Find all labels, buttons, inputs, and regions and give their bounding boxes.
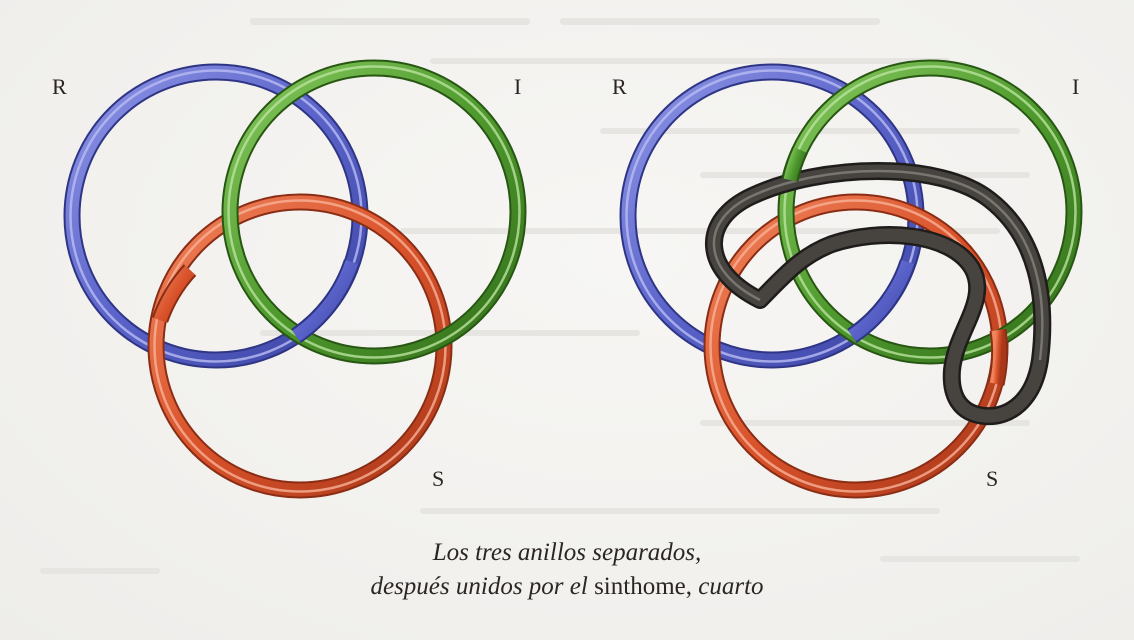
caption-line-2-end: cuarto (698, 573, 764, 600)
figure-caption: Los tres anillos separados, después unid… (0, 536, 1134, 604)
label-s-right: S (986, 466, 999, 491)
knot-three-rings (63, 59, 527, 499)
label-i-right: I (1072, 74, 1080, 99)
knot-with-sinthome (619, 59, 1083, 499)
ring-imaginary-green (777, 59, 1083, 365)
ring-imaginary-green (221, 59, 527, 365)
caption-line-1: Los tres anillos separados, (432, 539, 702, 566)
ring-real-blue-overlap (847, 259, 917, 344)
caption-line-2: después unidos por el sinthome, cuarto (370, 573, 764, 600)
sinthome-black-loop (705, 162, 1052, 426)
label-s-left: S (432, 466, 445, 491)
caption-line-2-start: después unidos por el (370, 573, 588, 600)
ring-imaginary-green-overlap (781, 146, 808, 182)
ring-symbolic-red-overlap (987, 328, 1009, 386)
label-r-right: R (612, 74, 628, 99)
label-r-left: R (52, 74, 68, 99)
ring-real-blue-overlap (291, 259, 361, 344)
ring-symbolic-red-overlap (151, 264, 197, 324)
label-i-left: I (514, 74, 522, 99)
caption-sinthome-term: sinthome (594, 573, 686, 600)
